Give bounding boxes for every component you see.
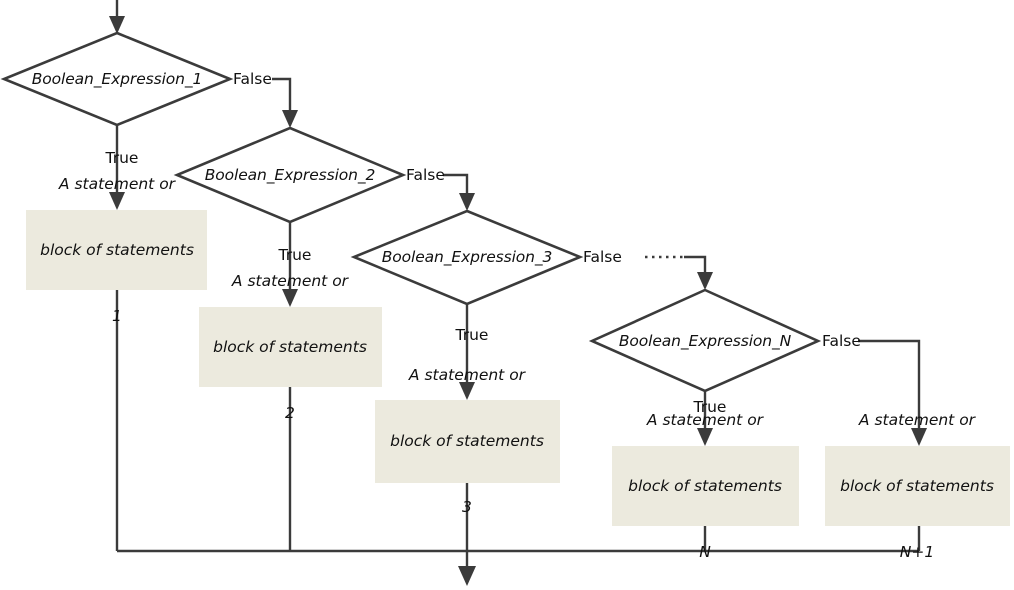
decision-shape-2[interactable]	[173, 126, 407, 224]
connector-false-1	[272, 77, 298, 128]
connector-false-2	[443, 173, 475, 211]
decision-shape-n[interactable]	[588, 288, 822, 393]
connector-false-n	[858, 339, 927, 446]
process-shape-3[interactable]	[375, 400, 560, 483]
connector-true-1	[109, 125, 125, 210]
entry-connector	[109, 0, 125, 34]
connector-true-n	[697, 391, 713, 446]
process-shape-2[interactable]	[199, 307, 382, 387]
process-shape-n[interactable]	[612, 446, 799, 526]
connector-false-3-ellipsis	[645, 255, 713, 290]
decision-shape-1[interactable]	[0, 31, 234, 127]
decision-shape-3[interactable]	[350, 209, 584, 306]
exit-connector	[117, 549, 919, 586]
connector-true-3	[459, 304, 475, 400]
connector-true-2	[282, 222, 298, 307]
process-shape-1[interactable]	[26, 210, 207, 290]
process-shape-n-plus-1[interactable]	[825, 446, 1010, 526]
